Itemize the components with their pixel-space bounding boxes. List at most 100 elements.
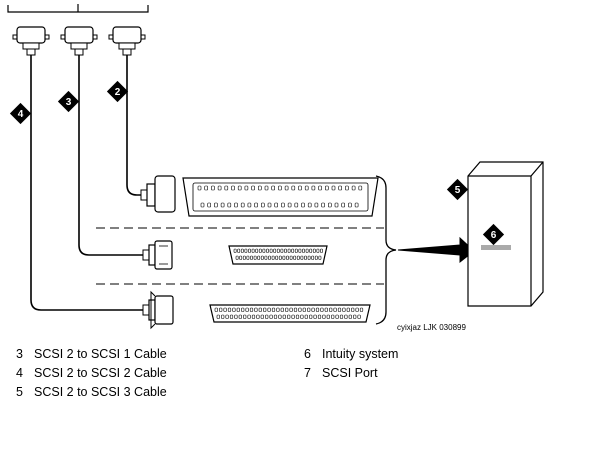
svg-text:6: 6 [491, 230, 497, 241]
connector-pin [287, 314, 291, 319]
connector-pin [348, 314, 352, 319]
connector-pin [334, 202, 339, 208]
connector-pin [287, 202, 292, 208]
arrow-to-system [397, 236, 475, 264]
connector-pin [307, 202, 312, 208]
connector-pin [335, 314, 339, 319]
connector-pin [223, 307, 227, 312]
connector-pin [298, 185, 302, 191]
connector-pin [278, 255, 282, 260]
connector-pin [233, 248, 237, 253]
connector-pin [263, 307, 267, 312]
connector-pin [295, 314, 300, 319]
connector-pin [260, 255, 264, 260]
connector-pin [262, 248, 266, 253]
connector-pin [232, 307, 236, 312]
connector-pin [266, 248, 269, 253]
connector-pin [214, 307, 218, 312]
connector-pin [320, 307, 324, 312]
connector-pin [342, 307, 346, 312]
connector-pin [304, 255, 307, 260]
connector-pin [296, 255, 300, 260]
connector-pin [317, 314, 322, 319]
connector-pin [300, 255, 304, 260]
connector-pin [298, 248, 302, 253]
connector-pin [257, 255, 261, 260]
connector-pin [312, 248, 316, 253]
connector-pin [311, 307, 315, 312]
connector-pin [251, 248, 255, 253]
connector-pin [268, 255, 271, 260]
connector-pin [329, 307, 333, 312]
connector-pin [253, 255, 257, 260]
callout-5: 5 [446, 178, 469, 201]
connector-pin [247, 314, 251, 319]
connector-pin [241, 307, 245, 312]
connector-pin [244, 248, 248, 253]
connector-pin [243, 314, 247, 319]
connector-pin [246, 255, 250, 260]
connector-pin [313, 314, 317, 319]
connector-pin [309, 248, 313, 253]
connector-pin [318, 185, 322, 191]
cable-3-connector [142, 240, 173, 270]
port-scsi-3 [209, 304, 371, 323]
callout-4: 4 [9, 102, 32, 125]
connector-pin [351, 185, 356, 191]
connector-pin [221, 314, 225, 319]
connector-pin [293, 255, 297, 260]
cable-2 [126, 55, 141, 196]
connector-pin [278, 185, 282, 191]
connector-pin [331, 185, 336, 191]
connector-pin [278, 314, 282, 319]
connector-pin [301, 202, 305, 208]
svg-text:4: 4 [18, 109, 24, 120]
connector-pin [255, 248, 259, 253]
connector-pin [280, 307, 284, 312]
connector-pin [338, 185, 343, 191]
connector-pin [280, 248, 284, 253]
connector-pin [217, 185, 222, 191]
connector-pin [321, 202, 325, 208]
connector-pin [275, 255, 279, 260]
connector-pin [240, 248, 244, 253]
connector-pin [316, 248, 320, 253]
connector-pin [197, 185, 202, 191]
connector-pin [302, 248, 305, 253]
connector-pin [254, 307, 258, 312]
connector-pin [337, 307, 342, 312]
connector-pin [304, 314, 308, 319]
connector-pin [242, 255, 246, 260]
connector-pin [291, 248, 295, 253]
connector-pin [282, 314, 286, 319]
svg-text:3: 3 [66, 97, 72, 108]
scsi-port-slot [481, 245, 511, 250]
connector-pin [304, 185, 309, 191]
connector-pin [254, 202, 258, 208]
connector-pin [204, 185, 208, 191]
connector-pin [267, 202, 272, 208]
connector-pin [273, 314, 278, 319]
figure-reference: cyixjaz LJK 030899 [397, 323, 466, 332]
connector-pin [284, 248, 287, 253]
connector-pin [231, 185, 235, 191]
connector-pin [251, 314, 256, 319]
connector-pin [348, 202, 352, 208]
connector-pin [300, 314, 304, 319]
connector-pin [260, 314, 264, 319]
connector-pin [269, 314, 273, 319]
connector-pin [357, 314, 361, 319]
connector-pin [351, 307, 355, 312]
intuity-system-box [467, 161, 544, 307]
pins-scsi-2 [233, 248, 323, 260]
connector-pin [293, 307, 298, 312]
port-scsi-1 [182, 177, 379, 217]
connector-pin [314, 202, 319, 208]
connector-pin [273, 248, 277, 253]
callout-2: 2 [106, 80, 129, 103]
